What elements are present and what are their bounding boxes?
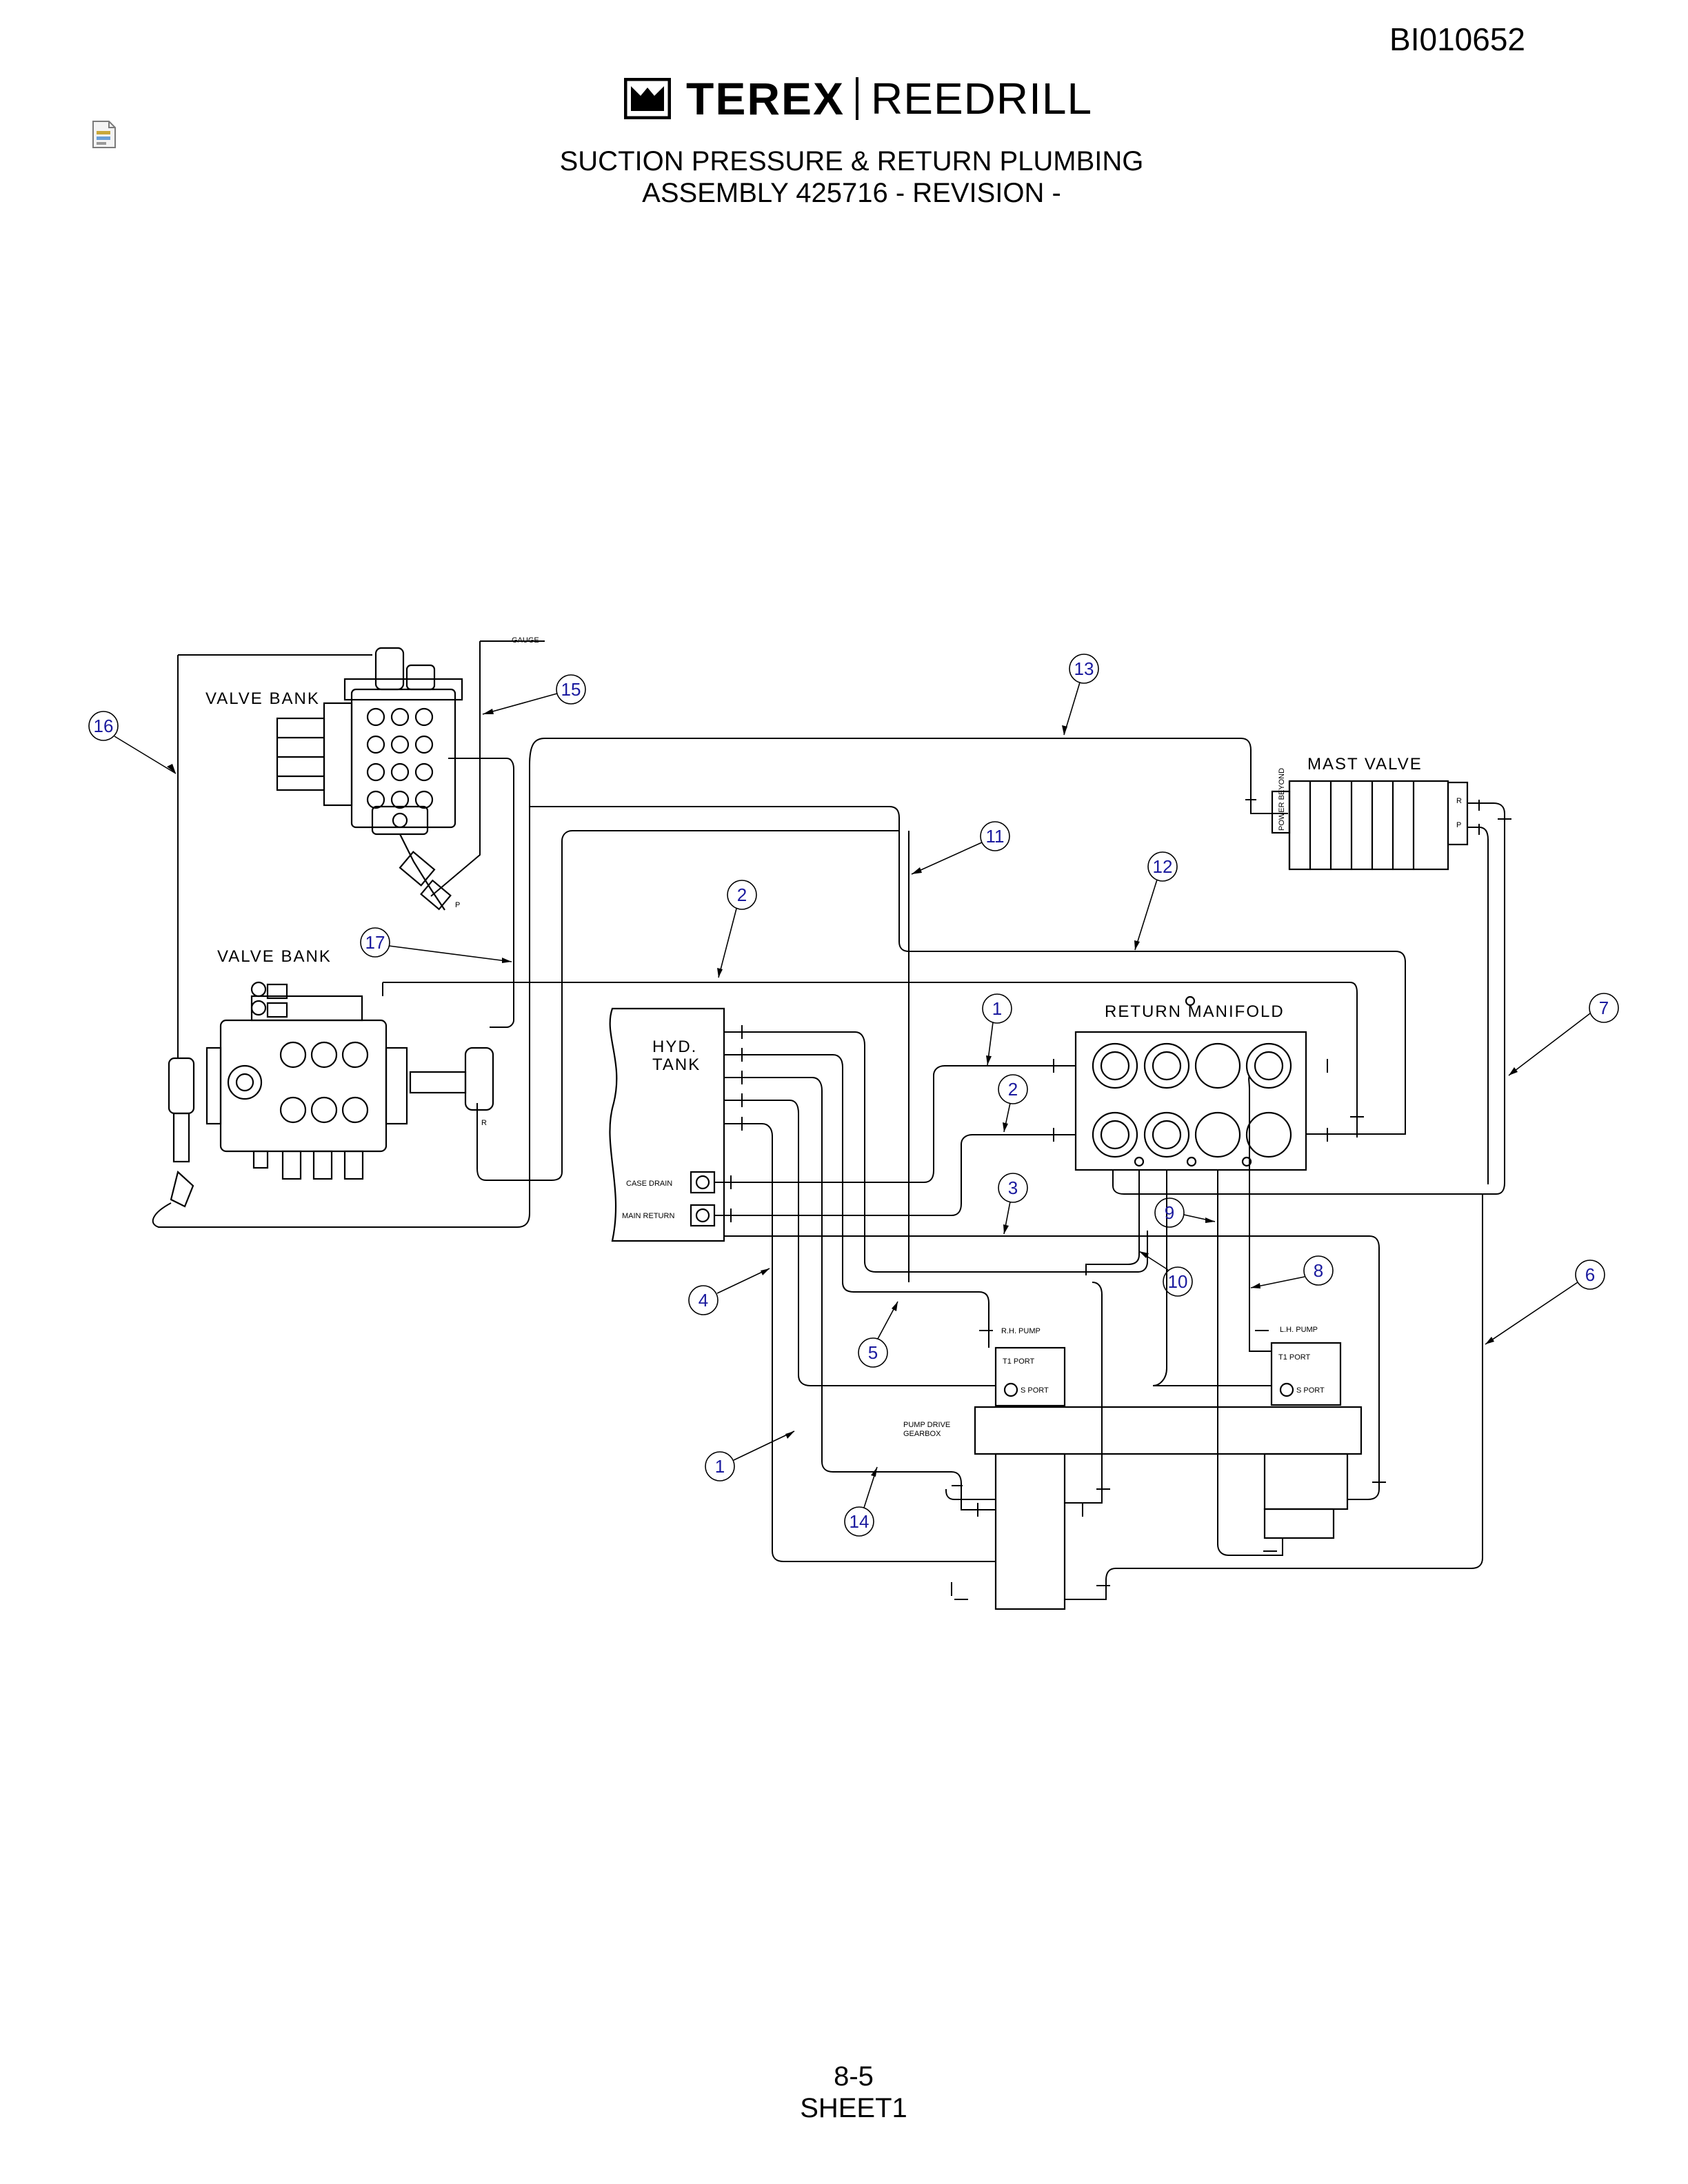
callout-numbers: 16 15 13 11 12 2 17 1 2 7 3 9 8 10 4 6 5… (94, 658, 1609, 1532)
hyd-tank-label-2: TANK (652, 1055, 701, 1074)
hyd-tank-label-1: HYD. (652, 1038, 697, 1056)
brand-divider (856, 77, 859, 120)
valve-bank-top (276, 647, 463, 911)
rh-s-port-label: S PORT (1021, 1386, 1049, 1395)
case-drain-label: CASE DRAIN (626, 1180, 672, 1188)
callout-16: 16 (94, 716, 114, 736)
callout-13: 13 (1074, 658, 1094, 679)
mast-port-p-label: P (1456, 821, 1461, 829)
attachment-icon[interactable] (91, 120, 117, 149)
lh-t1-port-label: T1 PORT (1278, 1353, 1311, 1362)
callout-2: 2 (737, 884, 747, 905)
valve-bank-top-label: VALVE BANK (205, 689, 320, 708)
callout-6: 6 (1585, 1264, 1595, 1285)
left-bank-port-r-label: R (481, 1119, 487, 1127)
page-subtitle: ASSEMBLY 425716 - REVISION - (642, 178, 1061, 208)
pump-drive-label-1: PUMP DRIVE (903, 1421, 950, 1429)
callout-circles (88, 654, 1619, 1537)
plumbing-lines (152, 640, 1505, 1600)
callout-12: 12 (1153, 856, 1173, 877)
valve-bank-left-label: VALVE BANK (217, 947, 332, 966)
callout-15: 15 (561, 679, 581, 700)
fitting-ticks (730, 799, 1511, 1600)
pump-assembly (974, 1342, 1363, 1610)
callout-3: 3 (1008, 1177, 1018, 1198)
callout-14: 14 (850, 1511, 870, 1532)
lh-pump-label: L.H. PUMP (1280, 1326, 1318, 1334)
leader-lines (114, 682, 1591, 1508)
pump-drive-label-2: GEARBOX (903, 1430, 941, 1438)
callout-5: 5 (868, 1342, 878, 1363)
callout-1b: 1 (715, 1456, 725, 1477)
rh-t1-port-label: T1 PORT (1003, 1357, 1035, 1366)
page-number: 8-5 (834, 2061, 874, 2092)
brand-subname: REEDRILL (871, 74, 1093, 123)
callout-11: 11 (986, 826, 1005, 847)
mast-valve-label: MAST VALVE (1307, 755, 1423, 774)
terex-logo-icon (624, 78, 671, 119)
power-beyond-label: POWER BEYOND (1278, 768, 1286, 831)
mast-port-r-label: R (1456, 797, 1462, 805)
callout-17: 17 (365, 932, 385, 953)
callout-10: 10 (1168, 1271, 1188, 1292)
sheet-label: SHEET1 (800, 2093, 907, 2123)
brand-name: TEREX (686, 73, 845, 124)
lh-s-port-label: S PORT (1296, 1386, 1325, 1395)
valve-bank-left (168, 981, 494, 1208)
diagram-labels: VALVE BANK VALVE BANK GAUGE MAST VALVE R… (205, 636, 1462, 1438)
top-bank-port-p-label: P (455, 901, 460, 909)
arrowheads (167, 709, 1518, 1477)
rh-pump-label: R.H. PUMP (1001, 1327, 1041, 1335)
return-manifold (1074, 995, 1307, 1171)
gauge-label: GAUGE (512, 636, 539, 645)
mast-valve (1271, 780, 1469, 871)
callout-1: 1 (992, 998, 1002, 1019)
main-return-label: MAIN RETURN (622, 1212, 674, 1220)
callout-8: 8 (1314, 1260, 1323, 1281)
return-manifold-label: RETURN MANIFOLD (1105, 1002, 1285, 1021)
document-id: BI010652 (1389, 21, 1525, 57)
brand-logo: TEREX REEDRILL (624, 73, 1093, 124)
callout-7: 7 (1599, 998, 1609, 1018)
callout-9: 9 (1165, 1202, 1174, 1223)
page-title: SUCTION PRESSURE & RETURN PLUMBING (559, 146, 1144, 176)
callout-4: 4 (699, 1290, 708, 1311)
callout-2b: 2 (1008, 1079, 1018, 1100)
